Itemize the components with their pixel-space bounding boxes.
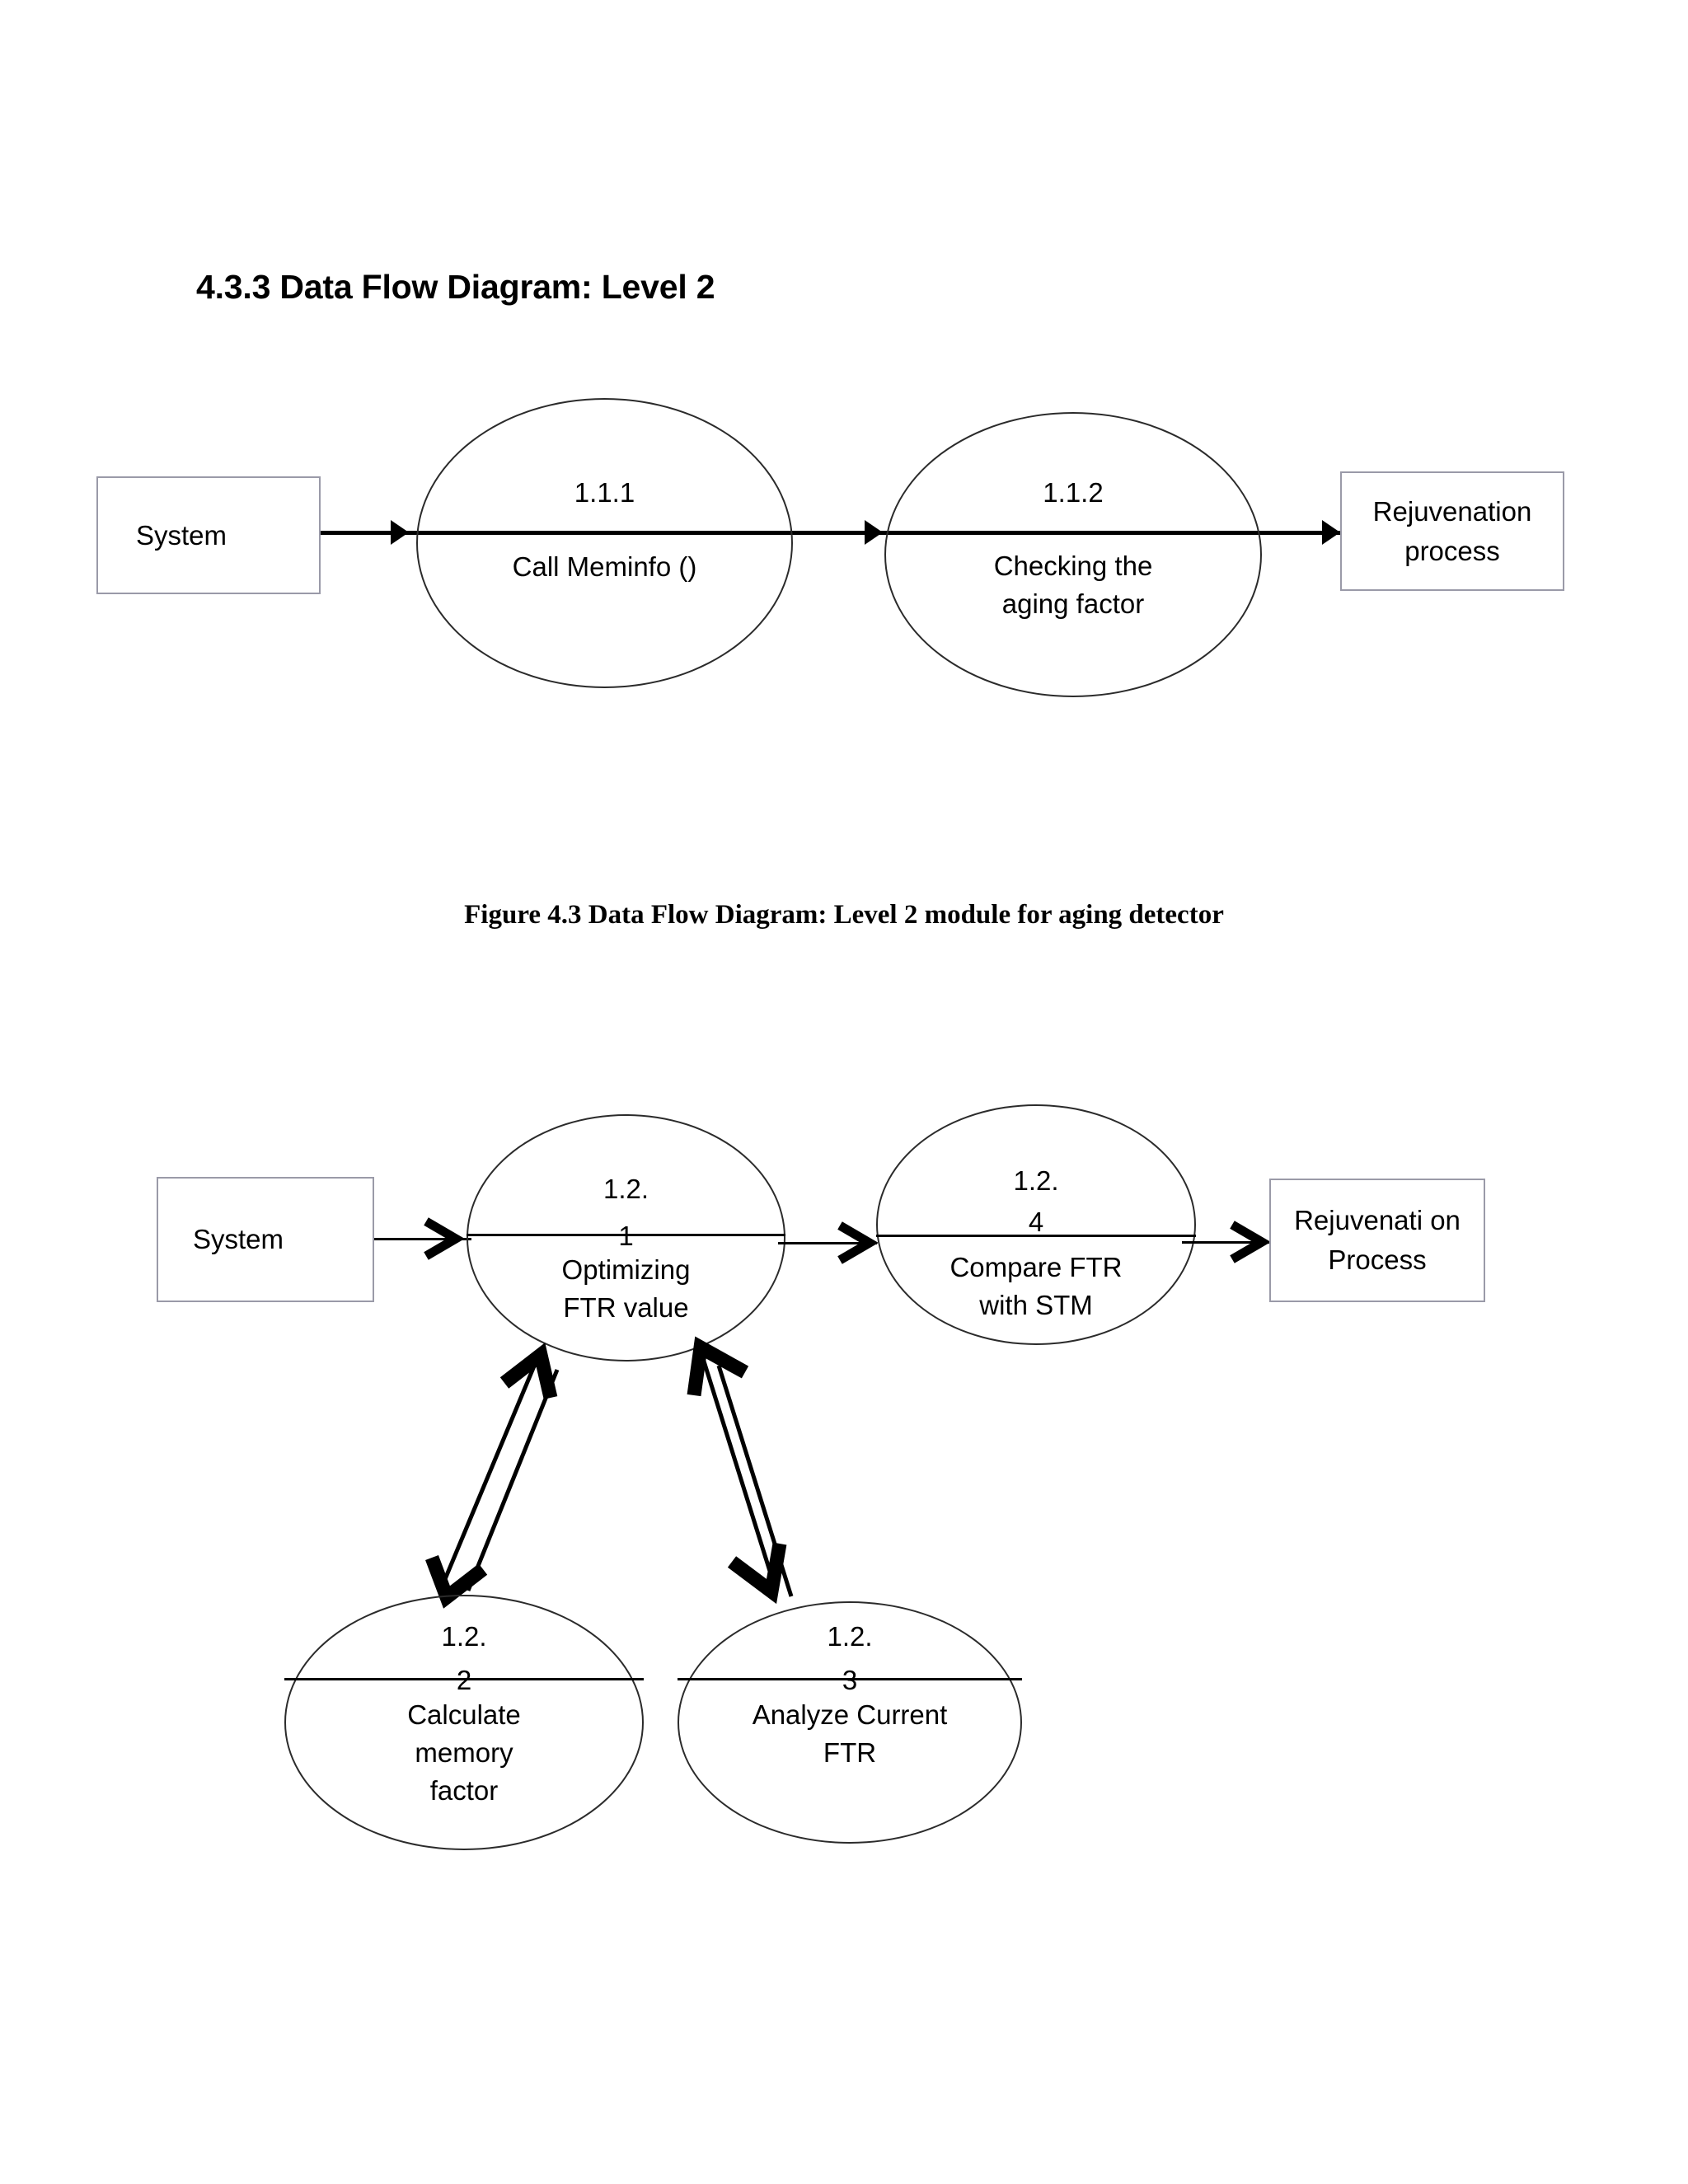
figure-caption: Figure 4.3 Data Flow Diagram: Level 2 mo… <box>464 900 1224 930</box>
process-1-2-1-divider <box>467 1234 785 1236</box>
process-1-2-3-divider <box>678 1678 1022 1680</box>
entity-system-bottom[interactable]: System <box>157 1177 374 1302</box>
arrowhead-system-to-111 <box>391 520 409 545</box>
arrowhead-112-to-rejuvenation <box>1322 520 1340 545</box>
process-ellipse-1-2-3[interactable] <box>678 1601 1022 1844</box>
entity-rejuvenation-process-top[interactable]: Rejuvenation process <box>1340 471 1564 591</box>
connector-121-to-123-bidirectional[interactable] <box>676 1315 865 1619</box>
process-1-2-4-divider <box>876 1235 1196 1237</box>
entity-rejuvenation-process-bottom[interactable]: Rejuvenati on Process <box>1269 1179 1485 1302</box>
arrowhead-124-to-rejuvenation <box>1226 1220 1270 1264</box>
flow-line-system-to-121 <box>374 1238 471 1240</box>
process-ellipse-1-1-2[interactable] <box>884 412 1262 697</box>
arrowhead-111-to-112 <box>865 520 883 545</box>
process-ellipse-1-2-4[interactable] <box>876 1104 1196 1345</box>
section-heading: 4.3.3 Data Flow Diagram: Level 2 <box>196 268 715 306</box>
arrowhead-121-to-124 <box>833 1221 878 1265</box>
flow-line-124-to-rejuvenation <box>1182 1241 1273 1244</box>
entity-system-top[interactable]: System <box>96 476 321 594</box>
process-ellipse-1-1-1[interactable] <box>416 398 793 688</box>
flow-line-121-to-124 <box>778 1242 877 1244</box>
entity-system-bottom-label: System <box>193 1224 284 1255</box>
process-1-2-2-divider <box>284 1678 644 1680</box>
arrowhead-system-to-121 <box>420 1216 464 1261</box>
connector-121-to-122-bidirectional[interactable] <box>396 1319 610 1615</box>
entity-system-top-label: System <box>136 519 227 551</box>
entity-rejuvenation-process-top-label: Rejuvenation process <box>1372 495 1532 566</box>
entity-rejuvenation-process-bottom-label: Rejuvenati on Process <box>1294 1205 1461 1275</box>
flow-line-top <box>321 531 1340 535</box>
process-ellipse-1-2-1[interactable] <box>467 1114 785 1361</box>
process-ellipse-1-2-2[interactable] <box>284 1595 644 1850</box>
